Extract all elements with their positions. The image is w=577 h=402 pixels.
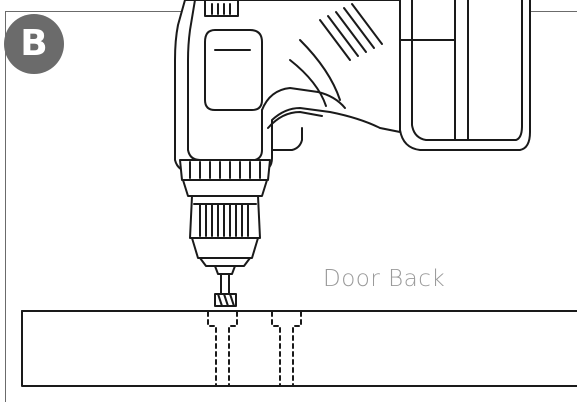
- drill-body: [174, 0, 401, 173]
- drill-hole-left: [207, 311, 238, 387]
- door-back-label: Door Back: [323, 266, 446, 292]
- drill-battery-pack: [399, 0, 531, 151]
- drill-hole-right: [271, 311, 302, 387]
- drill-bit: [214, 273, 237, 307]
- door-board: [21, 310, 577, 387]
- step-letter-badge: B: [4, 14, 64, 74]
- drill-chuck: [179, 159, 271, 275]
